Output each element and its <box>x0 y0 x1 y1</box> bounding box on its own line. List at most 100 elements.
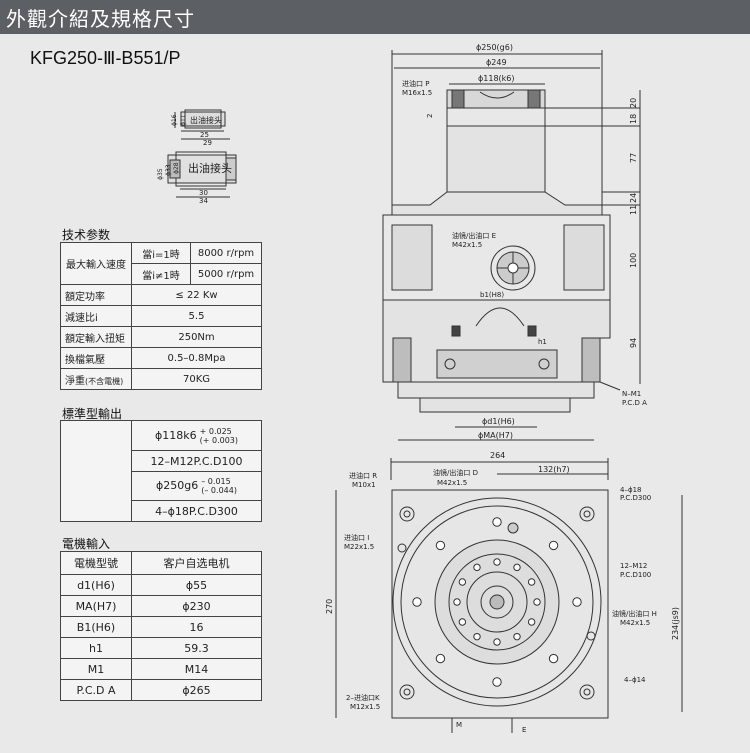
tolerance: – 0.015(– 0.044) <box>201 477 237 495</box>
output-shaft-value: ϕ118k6 <box>154 428 197 442</box>
header-bar: 外觀介紹及規格尺寸 <box>0 0 750 34</box>
speed-value: 5000 r/rpm <box>190 263 262 285</box>
port-e-label: 油镜/出油口 E <box>452 231 496 240</box>
bolt-hole <box>435 653 446 664</box>
fitting-label: 出油接头 <box>190 115 222 125</box>
top-view-drawing: 264 132(h7) 进油口 R M10x1 油镜/出油口 D M42x1.5… <box>325 451 683 734</box>
table-header-row: 電機型號 客户自选电机 <box>60 551 262 575</box>
table-row: B1(H6)16 <box>60 616 262 638</box>
max-speed-label: 最大輸入速度 <box>60 242 132 285</box>
dim-label: ϕ28 <box>173 162 180 174</box>
bolt-hole <box>572 597 582 607</box>
dim-label: 25 <box>200 131 209 139</box>
tolerance-upper: – 0.015 <box>201 477 231 486</box>
dim-label: ϕ118(k6) <box>478 74 515 83</box>
port-h-size: M42x1.5 <box>620 619 650 627</box>
fitting-label: 出油接头 <box>188 161 232 175</box>
bolt-hole <box>548 653 559 664</box>
dim-label: ϕ249 <box>486 58 507 67</box>
e-label: E <box>522 726 526 734</box>
side-view-drawing: ϕ250(g6) ϕ249 ϕ118(k6) 进油口 P M16x1.5 2 油… <box>382 43 647 441</box>
table-row: d1(H6)ϕ55 <box>60 574 262 596</box>
dim-label: 30 <box>199 189 208 197</box>
row-label-main: 淨重 <box>65 375 85 387</box>
dim-label: 234(js9) <box>671 607 680 640</box>
dim-label: ϕ35 <box>157 168 164 180</box>
bolt-hole <box>473 632 481 641</box>
table-row: MA(H7)ϕ230 <box>60 595 262 617</box>
tech-title: 技术参数 <box>62 228 111 242</box>
std-output-title: 標準型輸出 <box>62 407 123 421</box>
bolt-hole <box>458 578 467 586</box>
dim-label: 20 <box>629 98 638 108</box>
m12-pcd: P.C.D100 <box>620 571 651 579</box>
holes-18-label: 4–ϕ18 <box>620 486 641 494</box>
bolt-hole <box>492 517 502 527</box>
holes-14-label: 4–ϕ14 <box>624 676 646 684</box>
model-number: KFG250-Ⅲ-B551/P <box>30 48 181 68</box>
dim-label: 94 <box>629 338 638 348</box>
dim-label: 11 <box>629 205 638 215</box>
table-row: 換檔氣壓 0.5–0.8Mpa <box>60 347 262 369</box>
port-h-label: 油镜/出油口 H <box>612 609 657 618</box>
port-i-size: M22x1.5 <box>344 543 374 551</box>
tech-table: 最大輸入速度 當i=1時 8000 r/rpm 當i≠1時 5000 r/rpm… <box>60 242 262 390</box>
row-value: 70KG <box>131 368 262 390</box>
dim-label: 2 <box>426 114 434 118</box>
motor-param: P.C.D A <box>60 679 132 701</box>
std-output-table: ϕ118k6+ 0.025(+ 0.003) 12–M12P.C.D100 ϕ2… <box>60 420 262 522</box>
port-p-label: 进油口 P <box>402 79 429 88</box>
port-e-size: M42x1.5 <box>452 241 482 249</box>
dim-label: 24 <box>629 193 638 203</box>
bolt-hole <box>513 632 521 641</box>
tolerance-lower: (– 0.044) <box>201 486 237 495</box>
port-d-label: 油镜/出油口 D <box>433 468 478 477</box>
dim-label: 264 <box>490 451 505 460</box>
table-row: 最大輸入速度 當i=1時 8000 r/rpm <box>60 242 262 285</box>
tolerance-upper: + 0.025 <box>199 426 232 436</box>
table-row: 額定輸入扭矩 250Nm <box>60 326 262 348</box>
h1-label: h1 <box>538 338 547 346</box>
dim-label: 18 <box>629 114 638 124</box>
pcd-a-label: P.C.D A <box>622 399 647 407</box>
bolt-hole <box>493 558 501 566</box>
dim-label: 270 <box>325 599 334 614</box>
port-d-size: M42x1.5 <box>437 479 467 487</box>
bolt-hole <box>412 597 422 607</box>
column-header: 客户自选电机 <box>131 551 262 575</box>
d1-label: ϕd1(H6) <box>482 417 515 426</box>
motor-value: ϕ265 <box>131 679 262 701</box>
bolt-hole <box>533 598 541 606</box>
dim-label: ϕ250(g6) <box>476 43 513 52</box>
tolerance-lower: (+ 0.003) <box>199 435 238 445</box>
dim-label: ϕ16 <box>171 114 178 126</box>
ma-label: ϕMA(H7) <box>478 431 513 440</box>
bolt-hole <box>458 618 467 626</box>
dim-label: ϕ33 <box>165 164 172 176</box>
fitting-drawing: ϕ16 ϕ11 出油接头 25 29 ϕ35 ϕ33 ϕ28 出油接头 30 3… <box>157 109 237 205</box>
port-k-label: 2–进油口K <box>346 693 380 702</box>
m12-label: 12–M12 <box>620 562 647 570</box>
bolt-hole <box>513 563 521 572</box>
bolt-hole <box>453 598 461 606</box>
row-label-note: (不含電機) <box>85 376 124 386</box>
bolt-hole <box>493 638 501 646</box>
dim-label: 34 <box>199 197 208 205</box>
dim-label: ϕ11 <box>180 114 187 126</box>
motor-param: d1(H6) <box>60 574 132 596</box>
flange-value: ϕ250g6 <box>156 479 199 492</box>
table-row: 4–ϕ18P.C.D300 <box>61 500 262 522</box>
motor-table: 電機型號 客户自选电机 d1(H6)ϕ55 MA(H7)ϕ230 B1(H6)1… <box>60 551 262 701</box>
dim-label: 100 <box>629 253 638 268</box>
table-row: 額定功率 ≤ 22 Kw <box>60 284 262 306</box>
bolt-hole <box>527 578 536 586</box>
page-title: 外觀介紹及規格尺寸 <box>6 7 195 31</box>
motor-value: 16 <box>131 616 262 638</box>
bolt-hole <box>435 540 446 551</box>
table-row: 淨重(不含電機) 70KG <box>60 368 262 390</box>
motor-title: 電機輸入 <box>62 537 111 551</box>
port-i-label: 进油口 I <box>344 533 369 542</box>
